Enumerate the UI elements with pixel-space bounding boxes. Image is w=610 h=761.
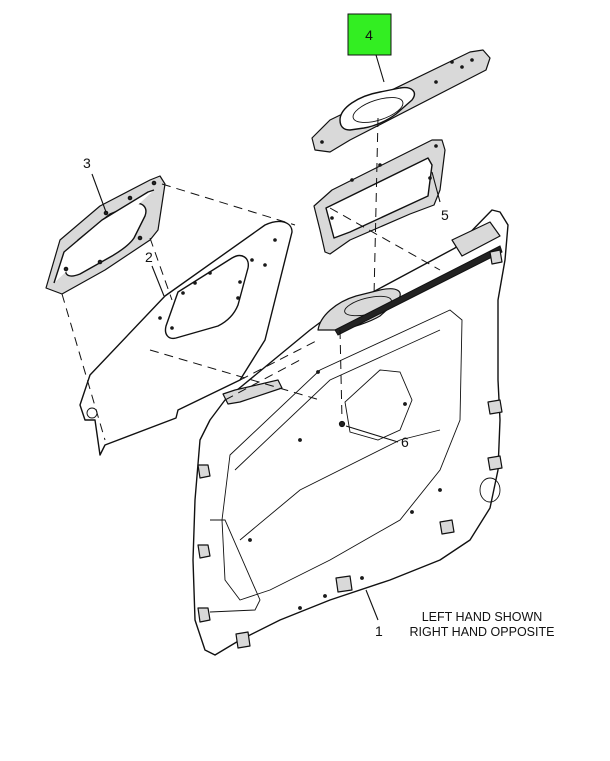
callout-3-label: 3 xyxy=(83,155,91,171)
callout-6[interactable]: 6 xyxy=(345,425,409,450)
callout-1[interactable]: 1 xyxy=(365,589,383,639)
callout-3[interactable]: 3 xyxy=(83,155,107,213)
orientation-note-line-2: RIGHT HAND OPPOSITE xyxy=(409,625,555,639)
callout-2-label: 2 xyxy=(145,249,153,265)
callout-4-label: 4 xyxy=(365,27,373,43)
part-5-pull-cup xyxy=(313,139,446,255)
part-3-trim-bezel xyxy=(45,175,166,295)
part-4-switch-bezel xyxy=(311,49,491,153)
part-1-door-trim-panel xyxy=(192,209,509,656)
callout-4-highlight xyxy=(347,13,392,56)
assembly-lines xyxy=(61,117,441,441)
callout-2[interactable]: 2 xyxy=(145,249,165,297)
callout-6-label: 6 xyxy=(401,434,409,450)
callout-4[interactable]: 4 xyxy=(347,13,392,83)
orientation-note-line-1: LEFT HAND SHOWN xyxy=(421,610,543,624)
callout-5[interactable]: 5 xyxy=(431,171,449,223)
callout-5-label: 5 xyxy=(441,207,449,223)
orientation-note: LEFT HAND SHOWN RIGHT HAND OPPOSITE xyxy=(398,610,566,640)
part-2-water-shield xyxy=(79,220,293,456)
callout-1-label: 1 xyxy=(375,623,383,639)
